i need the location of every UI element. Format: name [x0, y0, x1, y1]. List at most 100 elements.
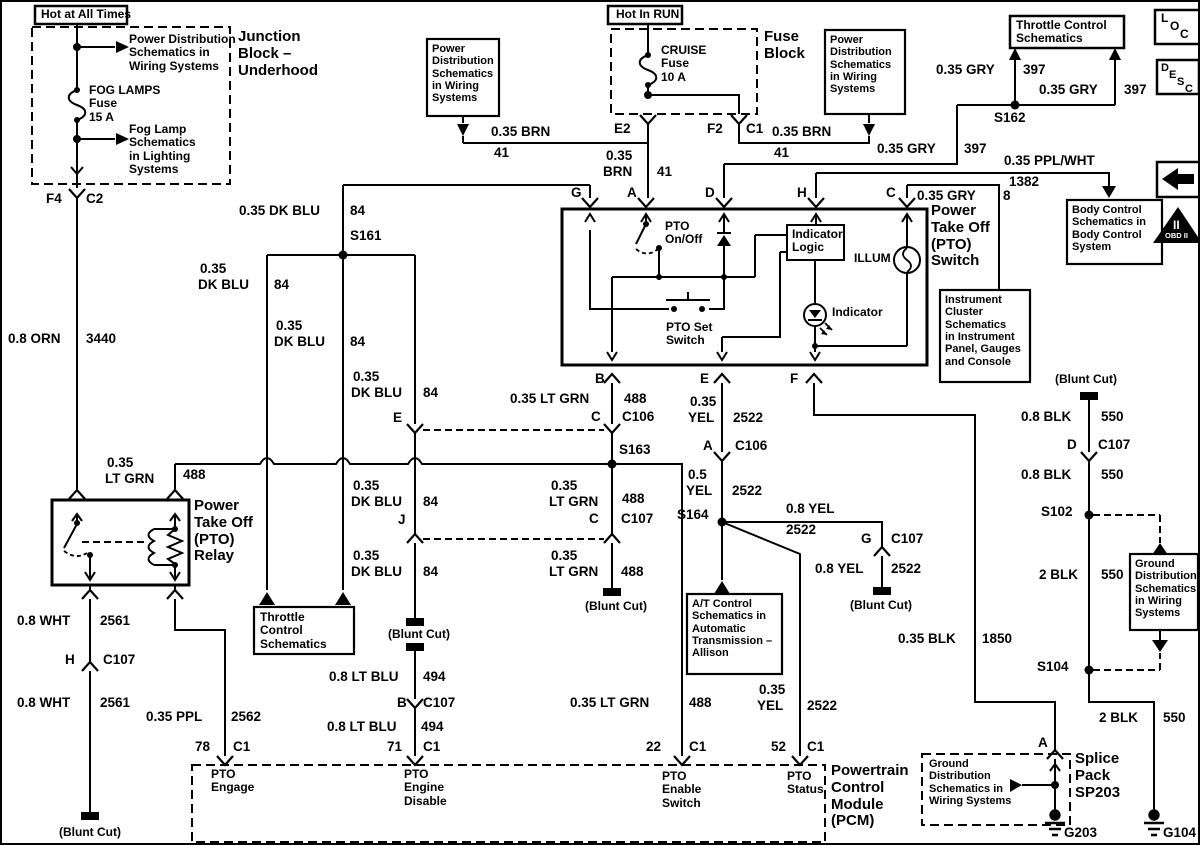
- pcm-pin-71: 71: [387, 739, 403, 754]
- ref-line: in Wiring: [432, 79, 479, 92]
- hot-in-run-label: Hot In RUN: [616, 7, 680, 21]
- obd-ii-triangle-icon: [1153, 207, 1198, 243]
- pcm-label-engine-disable: PTO Engine Disable: [404, 767, 447, 808]
- connector-d-cavity: D: [1067, 437, 1077, 452]
- hot-at-all-times-label: Hot at All Times: [41, 7, 132, 21]
- ref-line: Cluster: [945, 306, 983, 319]
- cruise-fuse-label: CRUISE Fuse 10 A: [661, 43, 706, 84]
- wire-blk1-label: 0.8 BLK: [1021, 409, 1072, 424]
- wire-brn-left-circuit: 41: [494, 145, 510, 160]
- wire-wht1-circuit: 2561: [100, 613, 131, 628]
- connector-h-c107: C107: [103, 652, 136, 667]
- wire-dkblu-mid-circuit: 84: [350, 334, 366, 349]
- desc-icon: C: [1185, 83, 1193, 95]
- indicator-logic-box: [786, 224, 845, 261]
- label-line: Switch: [662, 795, 701, 810]
- wire-brn-right-circuit: 41: [774, 145, 790, 160]
- wire-ppl-label: 0.35 PPL: [146, 709, 203, 724]
- throttle-top-box: [1008, 14, 1126, 50]
- wire-dkblu-e-circuit: 84: [423, 385, 439, 400]
- splice-s164: S164: [677, 507, 709, 522]
- fuse-symbols: [67, 54, 658, 121]
- instrument-cluster-ref: Instrument Cluster Schematics in Instrum…: [945, 294, 1021, 368]
- hot-in-run-box: [606, 4, 684, 26]
- ref-line: Schematics in: [929, 782, 1003, 795]
- ref-line: Panel, Gauges: [945, 343, 1021, 356]
- ref-line: Body Control: [1072, 228, 1142, 241]
- wire-ltgrn-22-circuit: 488: [689, 695, 712, 710]
- wire-brn-a-color: BRN: [603, 164, 633, 179]
- wire-dkblu-left-circuit: 84: [274, 277, 290, 292]
- wire-blk1850-circuit: 1850: [982, 631, 1013, 646]
- label-line: Switch: [666, 333, 705, 348]
- label-line: Indicator: [792, 227, 843, 241]
- connector-g-cavity: G: [861, 531, 872, 546]
- desc-icon: S: [1177, 76, 1185, 88]
- illum-label: ILLUM: [854, 251, 891, 265]
- title-line: Module: [831, 795, 884, 813]
- fuse-rating: 10 A: [661, 69, 686, 84]
- ref-line: in Lighting: [129, 148, 191, 163]
- wire-dkblu-g-label: 0.35 DK BLU: [239, 203, 321, 218]
- power-dist-right-ref: Power Distribution Schematics in Wiring …: [830, 34, 892, 96]
- title-line: Control: [831, 778, 885, 796]
- wire-ltblu2-circuit: 494: [421, 719, 444, 734]
- label-line: Engine: [404, 780, 445, 795]
- arrowheads: [70, 166, 1061, 772]
- ref-line: Ground: [929, 758, 969, 770]
- wire-ltgrn-c1-circuit: 488: [622, 491, 645, 506]
- wire-yel-52-circuit: 2522: [807, 698, 838, 713]
- wire-yel05-size: 0.5: [688, 467, 707, 482]
- fuse-type: Fuse: [661, 56, 690, 71]
- label-line: Logic: [792, 240, 824, 255]
- ref-line: Schematics: [1016, 31, 1083, 46]
- pcm-pin-78: 78: [195, 739, 211, 754]
- wire-yel-s164-circuit: 2522: [786, 522, 817, 537]
- ref-line: Distribution: [830, 46, 892, 59]
- title-line: Powertrain: [831, 762, 909, 779]
- junction-block-title: Junction Block – Underhood: [238, 28, 318, 79]
- blunt-cut-wht: (Blunt Cut): [59, 825, 121, 839]
- ref-line: Power: [830, 34, 864, 46]
- pcm-pin-52: 52: [771, 739, 787, 754]
- label-line: Disable: [404, 793, 447, 808]
- wire-gry-c-circuit: 8: [1003, 188, 1011, 203]
- label-line: Enable: [662, 782, 702, 797]
- loc-icon: C: [1180, 27, 1189, 41]
- wire-ltgrn-c2-circuit: 488: [621, 564, 644, 579]
- wire-blk1850-label: 0.35 BLK: [898, 631, 956, 646]
- wire-ltgrn-22-label: 0.35 LT GRN: [570, 695, 650, 710]
- connector-sp-a: A: [1038, 735, 1048, 750]
- terminal-g: G: [571, 185, 582, 200]
- ref-line: Control: [260, 623, 303, 638]
- title-line: Junction: [238, 28, 301, 45]
- pcm-label-status: PTO Status: [787, 769, 824, 797]
- pto-switch-title: Power Take Off (PTO) Switch: [931, 202, 990, 270]
- ref-line: Fog Lamp: [129, 122, 187, 136]
- ref-line: Body Control: [1072, 204, 1142, 216]
- wire-blk2-circuit: 550: [1101, 467, 1124, 482]
- terminal-h: H: [797, 185, 807, 200]
- connector-c2: C2: [86, 191, 104, 206]
- title-line: (PTO): [194, 530, 235, 548]
- ref-line: A/T Control: [692, 598, 752, 610]
- wire-blk1-circuit: 550: [1101, 409, 1124, 424]
- wire-ltgrn-c1-size: 0.35: [551, 478, 578, 493]
- wire-dkblu-mid-color: DK BLU: [274, 334, 325, 349]
- wire-orn-circuit: 3440: [86, 331, 117, 346]
- junction-dots: [73, 43, 1094, 789]
- ref-line: in Wiring: [1135, 594, 1182, 607]
- at-control-ref: A/T Control Schematics in Automatic Tran…: [692, 598, 772, 660]
- ref-line: Power Distribution: [129, 32, 236, 46]
- wire-yel-52-size: 0.35: [759, 682, 786, 697]
- ref-line: Throttle: [260, 610, 305, 624]
- ref-line: Automatic: [692, 622, 746, 635]
- wire-ltgrn-relay-color: LT GRN: [105, 471, 155, 486]
- ref-line: Systems: [1135, 607, 1181, 620]
- pcm-pin-52-conn: C1: [807, 739, 825, 754]
- wire-brn-a-size: 0.35: [606, 148, 633, 163]
- wire-wht1-label: 0.8 WHT: [17, 613, 71, 628]
- terminal-e: E: [700, 371, 710, 386]
